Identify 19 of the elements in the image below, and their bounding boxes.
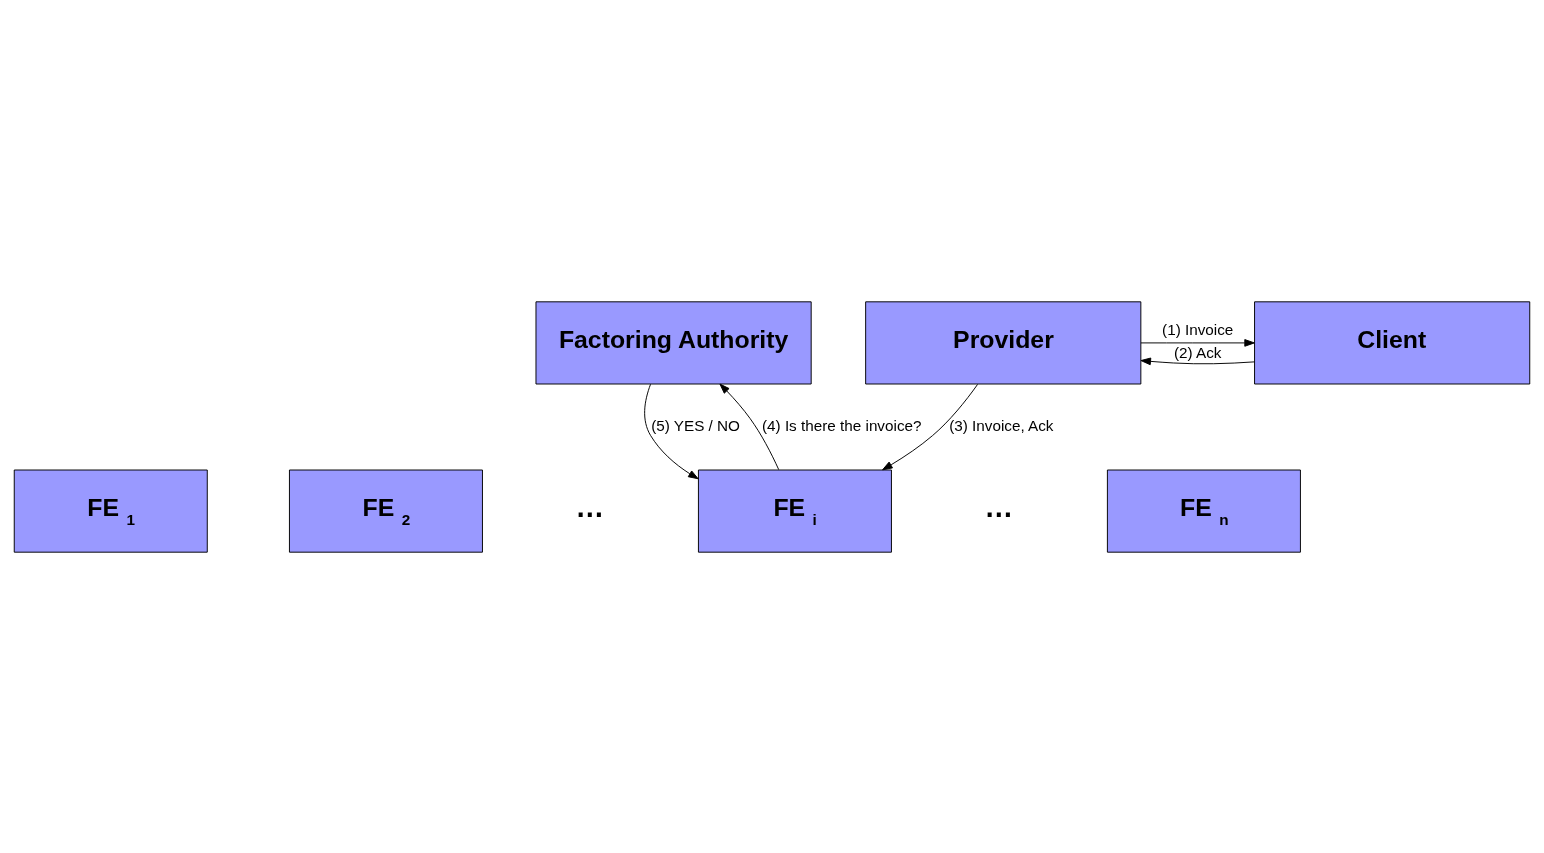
node-box: Provider bbox=[865, 300, 1142, 384]
node-box: Client bbox=[1254, 300, 1531, 384]
node-box: FE $_{2}$ bbox=[288, 469, 483, 553]
arrow bbox=[1140, 357, 1255, 365]
edge-label: (4) Is there the invoice? bbox=[761, 416, 922, 434]
label: … bbox=[984, 490, 1014, 523]
node-box: FE $_{1}$ bbox=[13, 469, 208, 553]
arrow bbox=[882, 383, 979, 470]
edge-label: (2) Ack bbox=[1173, 343, 1222, 361]
node-box: FE $_{n}$ bbox=[1106, 469, 1301, 553]
edge-label: (1) Invoice bbox=[1162, 320, 1234, 338]
node-box: FE $_{i}$ bbox=[697, 469, 892, 553]
edge-label: (5) YES / NO bbox=[651, 416, 740, 434]
arrow bbox=[1140, 338, 1255, 347]
label: … bbox=[575, 490, 605, 523]
node-box: Factoring Authority bbox=[535, 300, 812, 384]
edge-label: (3) Invoice, Ack bbox=[949, 416, 1054, 434]
arrow bbox=[644, 383, 699, 479]
arrow bbox=[719, 383, 780, 470]
